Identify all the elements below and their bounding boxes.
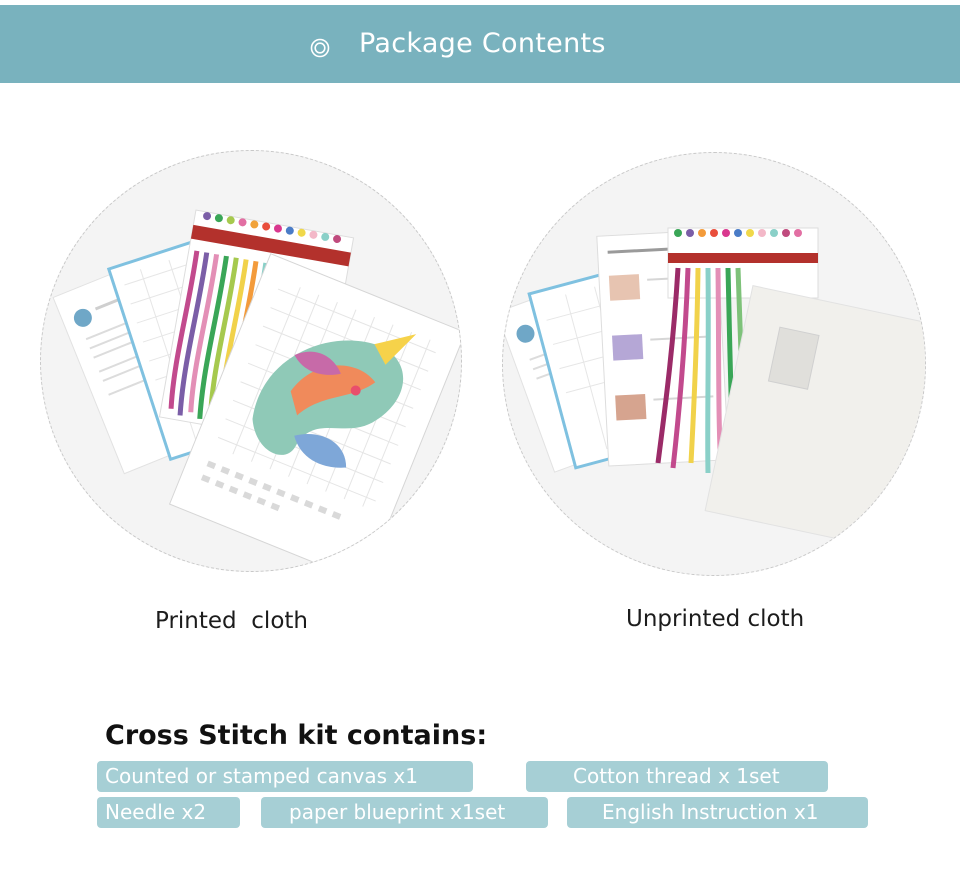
- kit-contents-title: Cross Stitch kit contains:: [105, 720, 488, 751]
- unprinted-cloth-caption: Unprinted cloth: [626, 606, 805, 632]
- printed-cloth-photo: [40, 150, 462, 572]
- kit-item-english-instruction: English Instruction x1: [567, 797, 868, 828]
- page-title: Package Contents: [359, 28, 606, 59]
- kit-item-canvas: Counted or stamped canvas x1: [97, 761, 473, 792]
- unprinted-cloth-photo: [502, 152, 926, 576]
- header-bar: Package Contents: [0, 5, 960, 83]
- printed-cloth-caption: Printed cloth: [155, 608, 308, 634]
- kit-item-paper-blueprint: paper blueprint x1set: [261, 797, 548, 828]
- kit-item-needle: Needle x2: [97, 797, 240, 828]
- blank-canvas: [704, 285, 925, 551]
- kit-item-cotton-thread: Cotton thread x 1set: [526, 761, 828, 792]
- unicorn-chart: [168, 253, 461, 571]
- bullseye-icon: [310, 38, 330, 58]
